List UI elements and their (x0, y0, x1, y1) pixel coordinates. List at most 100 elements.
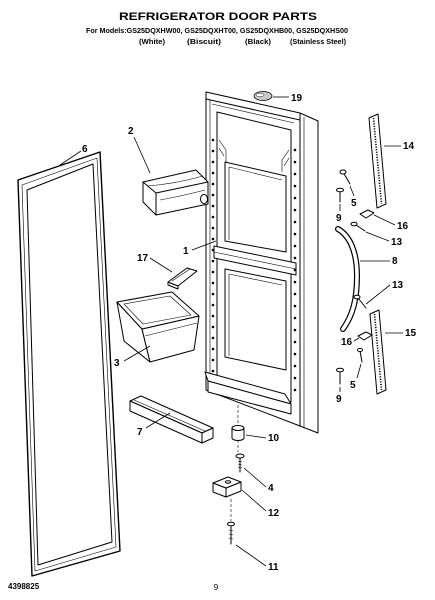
peg-hole (211, 314, 215, 318)
leader-3 (123, 345, 151, 362)
leader-5-lower (356, 363, 362, 379)
part-16-clip-upper (359, 209, 375, 219)
callout-16-upper: 16 (397, 221, 409, 232)
rail-lip (133, 399, 206, 432)
door-corner-rib-right (281, 149, 290, 172)
part-4-screw (235, 453, 245, 473)
footer: 4398825 9 (8, 582, 219, 592)
part-7-door-rail (129, 395, 214, 444)
clip-ridge (171, 268, 191, 282)
door-upper-compartment (224, 161, 287, 253)
callout-10: 10 (268, 433, 280, 444)
peg-hole (293, 208, 297, 212)
door-upper-compartment-bevel (228, 166, 283, 240)
door-bin-front-lip (144, 322, 198, 337)
part-17-clip (167, 267, 198, 290)
peg-hole (211, 325, 215, 329)
screw-head (336, 187, 344, 193)
callout-1: 1 (183, 246, 189, 257)
part-13-screw-upper (350, 221, 366, 232)
clip-top (167, 267, 198, 287)
callout-5-lower: 5 (350, 380, 356, 391)
bin-cover-curve (146, 175, 204, 187)
part-2-bin-cover (142, 169, 209, 216)
callout-4: 4 (268, 483, 274, 494)
leader-13-lower (365, 284, 391, 305)
peg-hole (293, 148, 297, 152)
bin-cover-curve-lower (159, 189, 206, 201)
door-bin-rim (116, 291, 200, 330)
peg-hole (293, 172, 297, 176)
part-14-trim-strip (368, 113, 387, 209)
callout-3: 3 (114, 358, 120, 369)
peg-hole (293, 376, 297, 380)
door-corner-rib-left (218, 139, 227, 162)
leader-lines (59, 96, 403, 567)
door-peg-holes (211, 138, 297, 392)
peg-hole (211, 303, 215, 307)
clip-body (357, 331, 373, 341)
screw-threads (237, 460, 243, 469)
part-5-screw-lower (357, 347, 363, 363)
peg-hole (293, 292, 297, 296)
callout-5-upper: 5 (351, 198, 357, 209)
peg-hole (211, 160, 215, 164)
leader-12 (241, 489, 267, 512)
peg-hole (211, 149, 215, 153)
peg-hole (211, 248, 215, 252)
part-13-screw-lower (353, 294, 367, 309)
cap-highlight (255, 93, 265, 97)
leader-10 (245, 434, 267, 439)
gasket-middle-edge (21, 157, 117, 572)
peg-hole (293, 244, 297, 248)
leader-6 (59, 150, 82, 166)
peg-hole (211, 215, 215, 219)
callout-8: 8 (392, 256, 398, 267)
callout-14: 14 (403, 141, 415, 152)
callout-6: 6 (82, 144, 88, 155)
callout-15: 15 (405, 328, 417, 339)
peg-hole (211, 369, 215, 373)
hinge-hole (225, 480, 231, 484)
peg-hole (293, 220, 297, 224)
peg-hole (211, 237, 215, 241)
callout-labels: 19 2 6 14 5 9 16 13 1 17 8 13 15 3 16 5 … (82, 93, 417, 573)
peg-hole (211, 292, 215, 296)
part-1-door (204, 91, 319, 434)
callout-16-lower: 16 (341, 337, 353, 348)
peg-hole (293, 328, 297, 332)
peg-hole (293, 268, 297, 272)
peg-hole (293, 364, 297, 368)
clip-body (359, 209, 375, 219)
screw-head (227, 521, 235, 527)
peg-hole (211, 193, 215, 197)
callout-13-upper: 13 (391, 237, 403, 248)
leader-17 (149, 257, 173, 273)
peg-hole (293, 280, 297, 284)
callout-12: 12 (268, 508, 280, 519)
part-10-bushing (231, 425, 245, 441)
part-9-screw-lower (336, 367, 344, 385)
peg-hole (211, 226, 215, 230)
part-19-cap (253, 91, 273, 101)
peg-hole (293, 232, 297, 236)
screw-head (339, 169, 347, 175)
peg-hole (211, 281, 215, 285)
screw-head (235, 453, 245, 459)
peg-hole (293, 256, 297, 260)
door-lower-compartment (224, 268, 287, 371)
leader-13-upper (365, 231, 390, 242)
screw-head (350, 221, 358, 227)
finish-label-black: (Black) (245, 39, 271, 46)
bin-cover-body (142, 169, 209, 216)
header: REFRIGERATOR DOOR PARTS For Models:GS25D… (86, 11, 348, 46)
screw-shaft (359, 350, 363, 363)
part-5-screw-upper (339, 169, 351, 185)
door-divider-shelf-edge (213, 251, 297, 270)
door-bin-opening (123, 295, 192, 325)
callout-2: 2 (128, 126, 134, 137)
leader-5-upper (349, 185, 355, 197)
trim-strip-body (368, 113, 387, 209)
peg-hole (211, 336, 215, 340)
